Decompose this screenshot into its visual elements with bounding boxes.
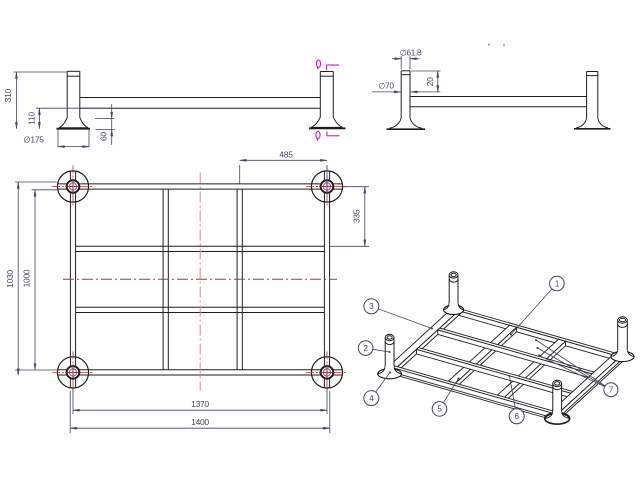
svg-text:6: 6: [515, 412, 520, 421]
svg-text:310: 310: [3, 88, 13, 102]
svg-text:1400: 1400: [191, 417, 209, 427]
svg-text:485: 485: [279, 149, 293, 159]
svg-text:1: 1: [555, 279, 560, 288]
svg-text:∅175: ∅175: [23, 135, 44, 145]
svg-text:60: 60: [98, 132, 108, 141]
svg-text:7: 7: [609, 386, 614, 395]
svg-text:4: 4: [369, 394, 374, 403]
svg-text:1370: 1370: [191, 399, 209, 409]
svg-text:110: 110: [26, 112, 36, 125]
svg-text:1000: 1000: [22, 269, 32, 287]
svg-text:∅61.8: ∅61.8: [400, 48, 422, 57]
svg-text:20: 20: [425, 77, 435, 86]
svg-text:2: 2: [364, 344, 369, 353]
svg-text:∅70: ∅70: [378, 81, 394, 90]
svg-text:5: 5: [437, 405, 442, 414]
svg-text:1030: 1030: [5, 270, 15, 288]
svg-text:335: 335: [351, 209, 361, 223]
svg-text:3: 3: [369, 302, 374, 311]
